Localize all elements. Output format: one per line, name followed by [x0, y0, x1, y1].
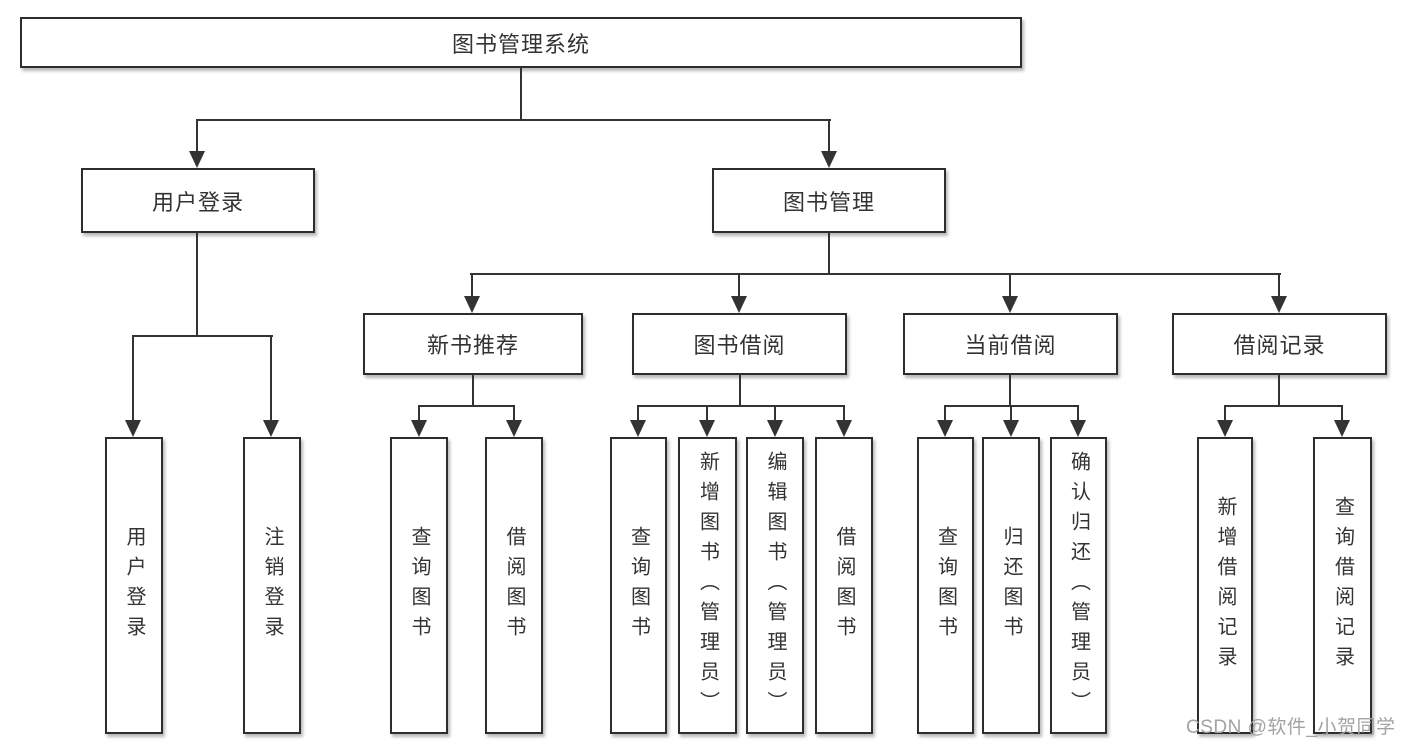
arrow-down-icon [1070, 420, 1086, 437]
node-label: 查询借阅记录 [1331, 495, 1354, 676]
node-borrow-records: 借阅记录 [1172, 313, 1387, 375]
connector-line [1341, 405, 1343, 422]
node-current-borrowing: 当前借阅 [903, 313, 1118, 375]
connector-line [196, 233, 198, 337]
connector-line [739, 375, 741, 406]
arrow-down-icon [1217, 420, 1233, 437]
connector-line [1278, 273, 1280, 298]
node-label: 当前借阅 [964, 333, 1057, 358]
arrow-down-icon [1271, 296, 1287, 313]
arrow-down-icon [767, 420, 783, 437]
node-label: 借阅记录 [1233, 333, 1326, 358]
node-label: 查询图书 [408, 525, 430, 646]
arrow-down-icon [1334, 420, 1350, 437]
node-new-book-recommend: 新书推荐 [363, 313, 583, 375]
node-label: 查询图书 [934, 525, 957, 646]
arrow-down-icon [699, 420, 715, 437]
connector-line [738, 273, 740, 298]
node-book-borrowing: 图书借阅 [632, 313, 847, 375]
connector-line [270, 335, 272, 422]
arrow-down-icon [125, 420, 141, 437]
connector-line [843, 405, 845, 422]
node-label: 查询图书 [627, 525, 650, 646]
leaf-user-login: 用户登录 [105, 437, 163, 734]
node-label: 图书管理系统 [451, 31, 590, 57]
connector-line [1224, 405, 1226, 422]
leaf-logout: 注销登录 [243, 437, 301, 734]
leaf-return-books: 归还图书 [982, 437, 1040, 734]
leaf-confirm-return-admin: 确认归还（管理员） [1050, 437, 1107, 734]
arrow-down-icon [411, 420, 427, 437]
node-label: 新增图书（管理员） [696, 450, 719, 721]
leaf-add-books-admin: 新增图书（管理员） [678, 437, 737, 734]
node-label: 图书借阅 [693, 333, 786, 358]
node-label: 确认归还（管理员） [1067, 450, 1090, 721]
connector-line [132, 335, 134, 422]
connector-line [470, 273, 1281, 275]
node-book-management: 图书管理 [712, 168, 946, 233]
node-label: 新书推荐 [426, 333, 519, 358]
connector-line [418, 405, 420, 422]
arrow-down-icon [1003, 420, 1019, 437]
connector-line [637, 405, 845, 407]
connector-line [944, 405, 946, 422]
arrow-down-icon [263, 420, 279, 437]
arrow-down-icon [464, 296, 480, 313]
arrow-down-icon [836, 420, 852, 437]
connector-line [1010, 405, 1012, 422]
connector-line [472, 375, 474, 406]
node-label: 用户登录 [151, 189, 244, 215]
connector-line [1278, 375, 1280, 406]
node-user-login: 用户登录 [81, 168, 315, 233]
connector-line [1009, 273, 1011, 298]
connector-line [828, 119, 830, 153]
node-label: 借阅图书 [503, 525, 525, 646]
node-label: 编辑图书（管理员） [764, 450, 786, 721]
connector-line [133, 335, 273, 337]
connector-line [1009, 375, 1011, 406]
watermark: CSDN @软件_小贺同学 [1186, 717, 1396, 738]
node-label: 注销登录 [261, 525, 283, 646]
node-label: 图书管理 [782, 189, 875, 215]
connector-line [196, 119, 198, 153]
connector-line [418, 405, 515, 407]
leaf-edit-books-admin: 编辑图书（管理员） [746, 437, 804, 734]
node-label: 归还图书 [1000, 525, 1022, 646]
arrow-down-icon [821, 151, 837, 168]
leaf-query-books-recommend: 查询图书 [390, 437, 448, 734]
connector-line [774, 405, 776, 422]
node-root-library-management-system: 图书管理系统 [20, 17, 1022, 68]
arrow-down-icon [937, 420, 953, 437]
node-label: 借阅图书 [833, 525, 855, 646]
arrow-down-icon [506, 420, 522, 437]
leaf-query-books-current: 查询图书 [917, 437, 974, 734]
arrow-down-icon [630, 420, 646, 437]
leaf-add-borrow-record: 新增借阅记录 [1197, 437, 1253, 734]
connector-line [520, 68, 522, 120]
connector-line [1224, 405, 1343, 407]
connector-line [828, 233, 830, 275]
leaf-query-books-borrowing: 查询图书 [610, 437, 667, 734]
arrow-down-icon [731, 296, 747, 313]
leaf-query-borrow-record: 查询借阅记录 [1313, 437, 1372, 734]
connector-line [637, 405, 639, 422]
node-label: 用户登录 [123, 525, 145, 646]
connector-line [471, 273, 473, 298]
node-label: 新增借阅记录 [1214, 495, 1236, 676]
leaf-borrow-books: 借阅图书 [815, 437, 873, 734]
connector-line [197, 119, 831, 121]
connector-line [513, 405, 515, 422]
leaf-borrow-books-recommend: 借阅图书 [485, 437, 543, 734]
connector-line [1077, 405, 1079, 422]
arrow-down-icon [1002, 296, 1018, 313]
connector-line [706, 405, 708, 422]
arrow-down-icon [189, 151, 205, 168]
